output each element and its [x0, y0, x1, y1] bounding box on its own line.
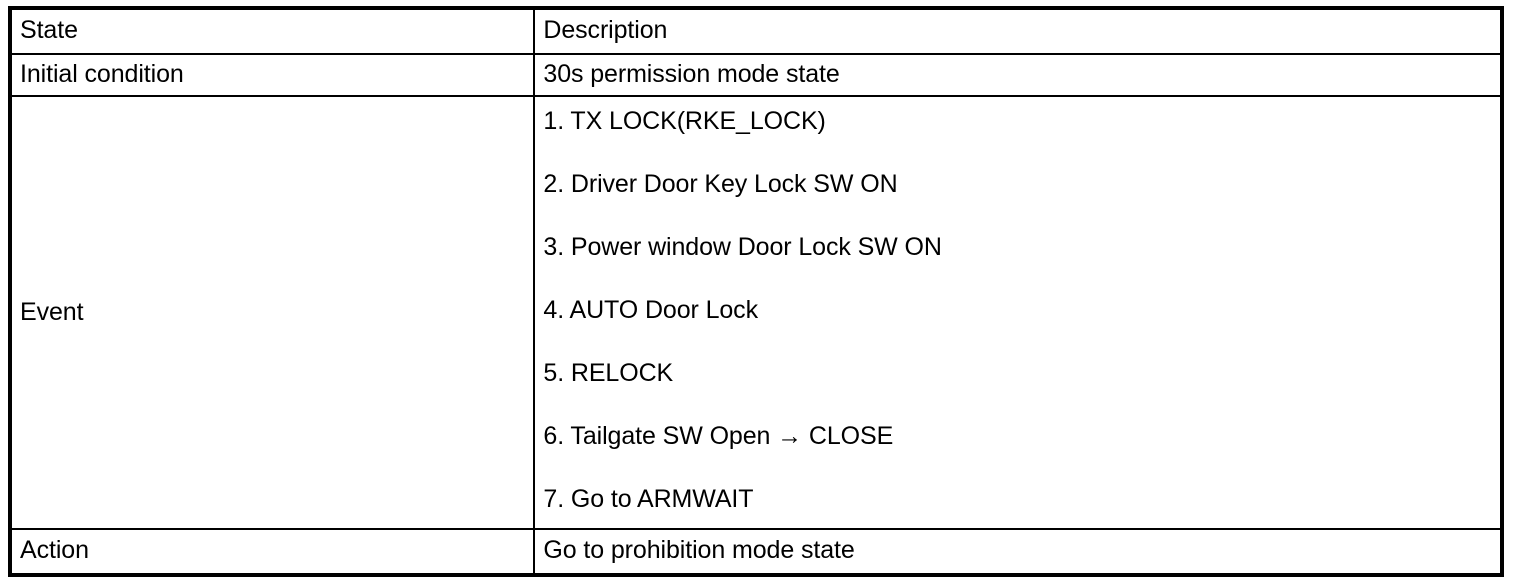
event-step-item: 4. AUTO Door Lock	[543, 296, 758, 324]
table-header-row: State Description	[8, 7, 1503, 55]
cell-state-action: Action	[8, 528, 536, 576]
event-step-item: 6. Tailgate SW Open → CLOSE	[543, 422, 894, 450]
text-action-description: Go to prohibition mode state	[543, 536, 855, 564]
label-initial-condition: Initial condition	[20, 59, 184, 88]
event-step-list: 1. TX LOCK(RKE_LOCK) 2. Driver Door Key …	[535, 97, 1500, 528]
cell-description-event: 1. TX LOCK(RKE_LOCK) 2. Driver Door Key …	[533, 95, 1503, 530]
event-step-item: 2. Driver Door Key Lock SW ON	[543, 170, 898, 198]
cell-description-initial-condition: 30s permission mode state	[533, 52, 1503, 97]
column-header-description: Description	[543, 16, 668, 44]
table-row-event: Event 1. TX LOCK(RKE_LOCK) 2. Driver Doo…	[8, 95, 1503, 530]
cell-state-event: Event	[8, 95, 536, 530]
header-cell-state: State	[8, 7, 536, 55]
table-row-action: Action Go to prohibition mode state	[8, 528, 1503, 576]
label-action: Action	[20, 536, 89, 564]
state-description-table: State Description Initial condition 30s …	[8, 6, 1504, 577]
event-step-item: 3. Power window Door Lock SW ON	[543, 233, 942, 261]
text-initial-condition-description: 30s permission mode state	[543, 59, 840, 88]
table-row-initial-condition: Initial condition 30s permission mode st…	[8, 52, 1503, 97]
header-cell-description: Description	[533, 7, 1503, 55]
event-step-item: 1. TX LOCK(RKE_LOCK)	[543, 107, 826, 135]
event-step-item: 5. RELOCK	[543, 359, 674, 387]
label-event: Event	[20, 297, 84, 326]
event-step-item: 7. Go to ARMWAIT	[543, 485, 754, 513]
column-header-state: State	[20, 16, 78, 44]
cell-description-action: Go to prohibition mode state	[533, 528, 1503, 576]
cell-state-initial-condition: Initial condition	[8, 52, 536, 97]
